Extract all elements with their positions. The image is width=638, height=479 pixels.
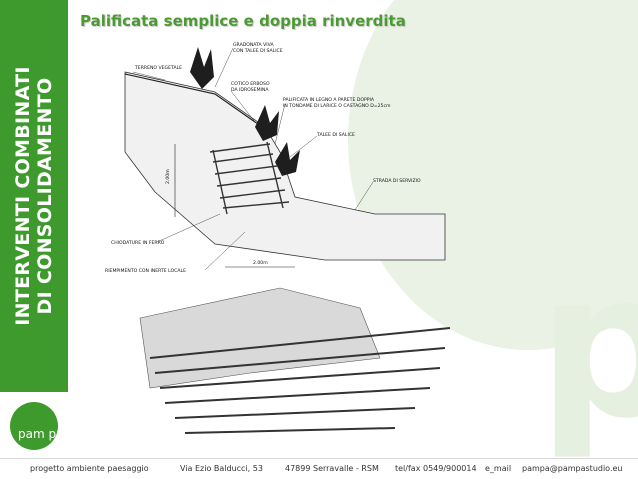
label-strada: STRADA DI SERVIZIO	[373, 178, 421, 184]
cross-section-diagram: GRADONATA VIVA CON TALEE DI SALICE TERRE…	[105, 42, 446, 274]
leader-lines	[132, 47, 374, 271]
label-palificata: PALIFICATA IN LEGNO A PARETE DOPPIA	[283, 97, 375, 103]
footer-address: Via Ezio Balducci, 53	[180, 464, 263, 473]
footer: progetto ambiente paesaggio Via Ezio Bal…	[0, 458, 638, 479]
sidebar: INTERVENTI COMBINATI DI CONSOLIDAMENTO	[0, 0, 68, 392]
footer-city: 47899 Serravalle - RSM	[285, 464, 379, 473]
footer-company: progetto ambiente paesaggio	[30, 464, 149, 473]
pampa-logo: pam pa	[0, 392, 68, 462]
label-riempimento: RIEMPIMENTO CON INERTE LOCALE	[105, 268, 186, 274]
willow-cuttings	[190, 47, 300, 176]
photo-vegetation	[139, 287, 381, 389]
palisade-photo	[139, 287, 451, 434]
slide-title: Palificata semplice e doppia rinverdita	[80, 12, 406, 30]
photo-log-stack	[149, 327, 451, 434]
label-dim-width: 2.00m	[253, 260, 268, 266]
label-gradonata-2: CON TALEE DI SALICE	[233, 48, 283, 54]
footer-email-label: e_mail	[485, 464, 512, 473]
watermark-logo-letters: pa	[538, 230, 638, 458]
dimension-lines	[174, 144, 295, 268]
label-gradonata: GRADONATA VIVA	[233, 42, 274, 48]
label-cotico: COTICO ERBOSO	[231, 81, 270, 87]
watermark: pa	[308, 0, 638, 458]
label-terreno: TERRENO VEGETALE	[134, 65, 182, 71]
label-dim-height: 2.00m	[165, 169, 171, 184]
palisade-logs	[209, 141, 290, 215]
label-chiodature: CHIODATURE IN FERRO	[111, 240, 165, 246]
topsoil-line	[124, 73, 266, 130]
logo-text: pam pa	[18, 427, 63, 441]
label-talee: TALEE DI SALICE	[316, 132, 355, 138]
footer-email-link[interactable]: pampa@pampastudio.eu	[522, 464, 623, 473]
section-heading-line-1: INTERVENTI COMBINATI	[12, 66, 34, 326]
section-heading: INTERVENTI COMBINATI DI CONSOLIDAMENTO	[12, 66, 56, 326]
label-palificata-2: IN TONDAME DI LARICE O CASTAGNO D=25cm	[283, 103, 391, 109]
label-cotico-2: DA IDROSEMINA	[231, 87, 269, 93]
footer-phone: tel/fax 0549/900014	[395, 464, 477, 473]
section-heading-line-2: DI CONSOLIDAMENTO	[34, 77, 56, 315]
logo-mark: pam pa	[10, 402, 63, 450]
